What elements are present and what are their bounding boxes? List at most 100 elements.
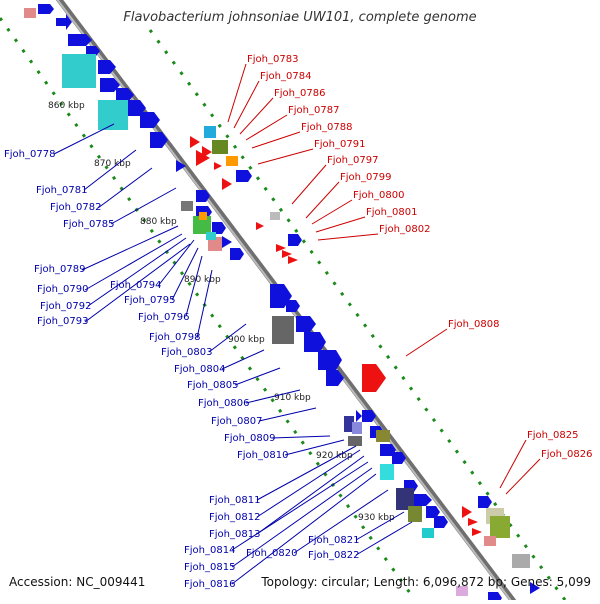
gene-block[interactable] [380, 464, 394, 480]
gene-block[interactable] [199, 212, 207, 220]
forward-gene-label[interactable]: Fjoh_0802 [379, 224, 430, 235]
gene-arrow[interactable] [392, 452, 406, 464]
gene-block[interactable] [204, 126, 216, 138]
forward-gene-label[interactable]: Fjoh_0826 [541, 449, 592, 460]
reverse-gene-label[interactable]: Fjoh_0806 [198, 398, 249, 409]
gene-arrow[interactable] [214, 162, 222, 170]
gene-block[interactable] [456, 586, 468, 596]
gene-arrow[interactable] [326, 370, 344, 386]
gene-block[interactable] [512, 554, 530, 568]
gene-arrow[interactable] [530, 582, 540, 594]
gene-arrow[interactable] [472, 528, 482, 536]
gene-block[interactable] [226, 156, 238, 166]
forward-gene-label[interactable]: Fjoh_0791 [314, 139, 365, 150]
gene-block[interactable] [208, 237, 222, 251]
reverse-gene-label[interactable]: Fjoh_0781 [36, 185, 87, 196]
gene-arrow[interactable] [38, 4, 54, 14]
gene-arrow[interactable] [426, 506, 440, 518]
gene-arrow[interactable] [98, 60, 116, 74]
gene-block[interactable] [193, 216, 211, 234]
gene-block[interactable] [181, 201, 193, 211]
gene-arrow[interactable] [236, 170, 252, 182]
reverse-gene-label[interactable]: Fjoh_0778 [4, 149, 55, 160]
reverse-gene-label[interactable]: Fjoh_0816 [184, 579, 235, 590]
reverse-gene-label[interactable]: Fjoh_0789 [34, 264, 85, 275]
reverse-gene-label[interactable]: Fjoh_0807 [211, 416, 262, 427]
gene-block[interactable] [348, 436, 362, 446]
forward-gene-label[interactable]: Fjoh_0784 [260, 71, 311, 82]
gene-arrow[interactable] [434, 516, 448, 528]
gene-block[interactable] [212, 140, 228, 154]
reverse-gene-label[interactable]: Fjoh_0809 [224, 433, 275, 444]
gene-arrow[interactable] [362, 364, 386, 392]
reverse-gene-label[interactable]: Fjoh_0796 [138, 312, 189, 323]
gene-arrow[interactable] [478, 496, 492, 508]
reverse-gene-label[interactable]: Fjoh_0794 [110, 280, 161, 291]
gene-arrow[interactable] [100, 78, 120, 92]
gene-block[interactable] [396, 488, 414, 510]
gene-arrow[interactable] [318, 350, 342, 370]
gene-arrow[interactable] [468, 518, 478, 526]
reverse-gene-label[interactable]: Fjoh_0813 [209, 529, 260, 540]
gene-arrow[interactable] [488, 592, 502, 604]
gene-arrow[interactable] [116, 88, 134, 102]
reverse-gene-label[interactable]: Fjoh_0804 [174, 364, 225, 375]
reverse-gene-label[interactable]: Fjoh_0805 [187, 380, 238, 391]
gene-block[interactable] [408, 506, 422, 522]
gene-arrow[interactable] [282, 250, 292, 258]
forward-gene-label[interactable]: Fjoh_0825 [527, 430, 578, 441]
reverse-gene-label[interactable]: Fjoh_0790 [37, 284, 88, 295]
gene-arrow[interactable] [356, 410, 362, 422]
gene-block[interactable] [490, 516, 510, 538]
gene-block[interactable] [376, 430, 390, 442]
gene-arrow[interactable] [196, 150, 210, 166]
gene-arrow[interactable] [288, 234, 302, 246]
reverse-gene-label[interactable]: Fjoh_0793 [37, 316, 88, 327]
reverse-gene-label[interactable]: Fjoh_0811 [209, 495, 260, 506]
gene-block[interactable] [484, 536, 496, 546]
forward-gene-label[interactable]: Fjoh_0787 [288, 105, 339, 116]
reverse-gene-label[interactable]: Fjoh_0815 [184, 562, 235, 573]
gene-arrow[interactable] [462, 506, 472, 518]
forward-gene-label[interactable]: Fjoh_0786 [274, 88, 325, 99]
reverse-gene-label[interactable]: Fjoh_0812 [209, 512, 260, 523]
gene-arrow[interactable] [190, 136, 200, 148]
gene-arrow[interactable] [86, 46, 100, 56]
gene-arrow[interactable] [362, 410, 376, 422]
gene-arrow[interactable] [56, 14, 72, 30]
gene-block[interactable] [270, 212, 280, 220]
forward-gene-label[interactable]: Fjoh_0801 [366, 207, 417, 218]
gene-arrow[interactable] [286, 300, 300, 312]
gene-arrow[interactable] [212, 222, 226, 234]
gene-arrow[interactable] [414, 494, 432, 506]
gene-arrow[interactable] [288, 256, 298, 264]
reverse-gene-label[interactable]: Fjoh_0803 [161, 347, 212, 358]
forward-gene-label[interactable]: Fjoh_0799 [340, 172, 391, 183]
reverse-gene-label[interactable]: Fjoh_0782 [50, 202, 101, 213]
reverse-gene-label[interactable]: Fjoh_0798 [149, 332, 200, 343]
gene-arrow[interactable] [230, 248, 244, 260]
gene-arrow[interactable] [150, 132, 168, 148]
gene-block[interactable] [352, 422, 362, 434]
reverse-gene-label[interactable]: Fjoh_0822 [308, 550, 359, 561]
forward-gene-label[interactable]: Fjoh_0788 [301, 122, 352, 133]
gene-block[interactable] [344, 416, 354, 432]
gene-arrow[interactable] [222, 178, 232, 190]
reverse-gene-label[interactable]: Fjoh_0795 [124, 295, 175, 306]
forward-gene-label[interactable]: Fjoh_0797 [327, 155, 378, 166]
gene-arrow[interactable] [176, 160, 186, 172]
gene-arrow[interactable] [140, 112, 160, 128]
gene-arrow[interactable] [296, 316, 316, 332]
reverse-gene-label[interactable]: Fjoh_0792 [40, 301, 91, 312]
reverse-gene-label[interactable]: Fjoh_0821 [308, 535, 359, 546]
forward-gene-label[interactable]: Fjoh_0800 [353, 190, 404, 201]
reverse-gene-label[interactable]: Fjoh_0820 [246, 548, 297, 559]
gene-arrow[interactable] [276, 244, 286, 252]
gene-block[interactable] [422, 528, 434, 538]
gene-arrow[interactable] [304, 332, 326, 352]
gene-arrow[interactable] [256, 222, 264, 230]
reverse-gene-label[interactable]: Fjoh_0785 [63, 219, 114, 230]
gene-block[interactable] [62, 54, 96, 88]
reverse-gene-label[interactable]: Fjoh_0814 [184, 545, 235, 556]
gene-arrow[interactable] [196, 190, 210, 202]
